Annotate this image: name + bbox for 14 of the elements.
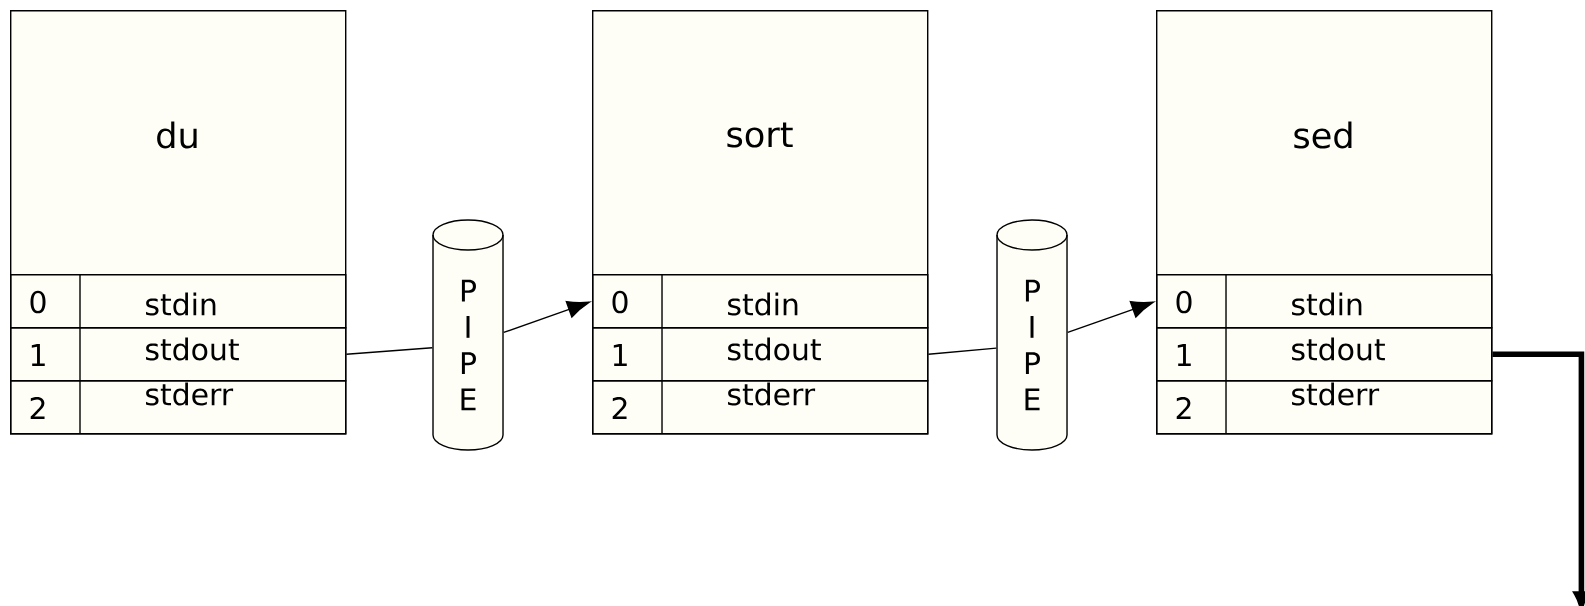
- table-row: 0 stdin: [1156, 273, 1493, 329]
- table-row: 1 stdout: [592, 326, 929, 382]
- table-row: 2 stderr: [592, 379, 929, 435]
- table-row: 1 stdout: [1156, 326, 1493, 382]
- arrow: [1492, 351, 1585, 606]
- table-row: 2 stderr: [1156, 379, 1493, 435]
- table-row: 1 stdout: [10, 326, 347, 382]
- arrow: [503, 300, 590, 334]
- arrow: [1067, 300, 1154, 334]
- table-row: 0 stdin: [10, 273, 347, 329]
- table-row: 2 stderr: [10, 379, 347, 435]
- pipe-cylinder: P I P E: [432, 219, 504, 451]
- pipe-cylinder: P I P E: [996, 219, 1068, 451]
- table-row: 0 stdin: [592, 273, 929, 329]
